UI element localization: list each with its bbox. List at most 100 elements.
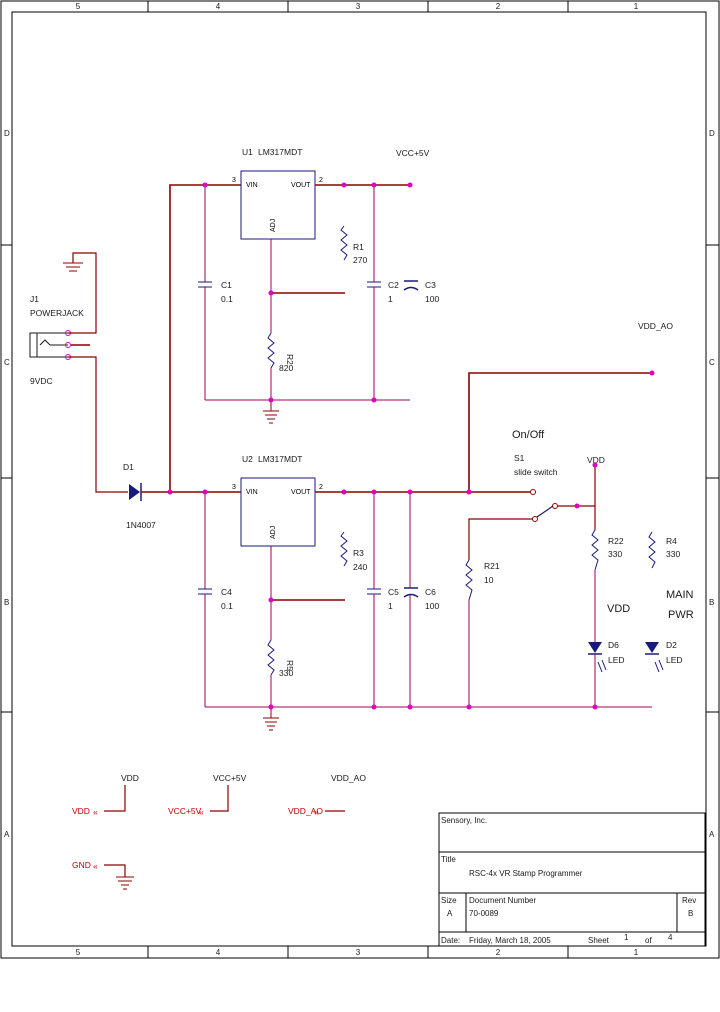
c6-value: 100 [425, 601, 439, 611]
col-label: 4 [216, 948, 221, 957]
port-vdd: VDD VDD « [72, 773, 139, 817]
main-label: MAIN [666, 589, 694, 601]
tb-rev: B [688, 909, 693, 918]
r2-value: 820 [279, 363, 293, 373]
j1-voltage: 9VDC [30, 376, 53, 386]
u2-vout-label: VOUT [291, 489, 311, 496]
port-vdd-ao-label: VDD_AO [288, 806, 323, 816]
junction-dots [167, 182, 655, 710]
row-labels-left: D C B A [4, 129, 10, 839]
d1-ref: D1 [123, 462, 134, 472]
wire-bus-to-u1 [169, 184, 241, 492]
capacitor-c2: C2 1 [367, 185, 399, 400]
col-label: 5 [76, 948, 81, 957]
svg-text:«: « [93, 807, 98, 817]
row-label: A [4, 830, 10, 839]
u1-part: LM317MDT [258, 147, 302, 157]
port-gnd-label: GND [72, 860, 91, 870]
row-label: C [4, 358, 10, 367]
capacitor-c4: C4 0.1 [198, 492, 233, 707]
row-labels-right: D C B A [709, 129, 715, 839]
resistor-r3 [340, 531, 348, 567]
u2-pin-out: 2 [319, 484, 323, 491]
regulator-u2: U2 LM317MDT VIN VOUT 3 2 ADJ [232, 454, 323, 547]
u2-vin-label: VIN [246, 489, 258, 496]
u1-adj-label: ADJ [270, 219, 277, 232]
tb-sheet-label: Sheet [588, 936, 610, 945]
net-vdd-ao-port: VDD_AO [331, 773, 366, 783]
c6-ref: C6 [425, 587, 436, 597]
col-label: 1 [634, 2, 639, 11]
capacitor-c5: C5 1 [367, 492, 399, 707]
u1-vout-label: VOUT [291, 182, 311, 189]
c5-value: 1 [388, 601, 393, 611]
port-vdd-label: VDD [72, 806, 90, 816]
tb-size: A [447, 909, 453, 918]
r21-ref: R21 [484, 561, 500, 571]
net-vdd: VDD [587, 455, 605, 465]
d2-value: LED [666, 655, 683, 665]
r5-value: 330 [279, 668, 293, 678]
r21-value: 10 [484, 575, 494, 585]
port-vdd-ao: VDD_AO VDD_AO « [288, 773, 366, 817]
r5-ref: R5 [285, 660, 295, 671]
tb-date: Friday, March 18, 2005 [469, 936, 551, 945]
resistor-r22 [591, 529, 599, 571]
c5-ref: C5 [388, 587, 399, 597]
col-label: 3 [356, 2, 361, 11]
col-label: 2 [496, 948, 501, 957]
net-vdd-ao: VDD_AO [638, 321, 673, 331]
row-label: B [709, 598, 714, 607]
row-label: C [709, 358, 715, 367]
c1-ref: C1 [221, 280, 232, 290]
row-label: D [709, 129, 715, 138]
c3-value: 100 [425, 294, 439, 304]
port-gnd: GND « [72, 860, 134, 890]
d1-value: 1N4007 [126, 520, 156, 530]
row-label: A [709, 830, 715, 839]
col-label: 5 [76, 2, 81, 11]
resistor-r1 [340, 225, 348, 261]
r3-ref: R3 [353, 548, 364, 558]
slide-switch-s1: On/Off S1 slide switch [512, 429, 595, 522]
power-jack-j1: J1 POWERJACK 9VDC [29, 294, 84, 386]
u1-vin-label: VIN [246, 182, 258, 189]
net-vdd-label: VDD [607, 603, 630, 615]
c2-ref: C2 [388, 280, 399, 290]
c2-value: 1 [388, 294, 393, 304]
tb-docnum: 70-0089 [469, 909, 499, 918]
s1-ref: S1 [514, 453, 525, 463]
tb-title: RSC-4x VR Stamp Programmer [469, 869, 583, 878]
wire-jack-to-diode [68, 356, 128, 493]
tb-company: Sensory, Inc. [441, 816, 487, 825]
led-d6: D6 LED [588, 640, 625, 707]
net-vcc5-port: VCC+5V [213, 773, 247, 783]
r22-value: 330 [608, 549, 622, 559]
led-d2: D2 LED [645, 640, 683, 673]
wire-vdd-ao [468, 372, 652, 492]
port-vcc5-label: VCC+5V [168, 806, 202, 816]
c3-ref: C3 [425, 280, 436, 290]
c4-value: 0.1 [221, 601, 233, 611]
column-labels-bottom: 5 4 3 2 1 [76, 948, 639, 957]
j1-ref: J1 [30, 294, 39, 304]
tb-docnum-label: Document Number [469, 896, 536, 905]
title-block: Sensory, Inc. Title RSC-4x VR Stamp Prog… [438, 812, 706, 947]
drawing-frame [0, 0, 720, 959]
u1-ref: U1 [242, 147, 253, 157]
c1-value: 0.1 [221, 294, 233, 304]
s1-value: slide switch [514, 467, 558, 477]
capacitor-c1: C1 0.1 [198, 185, 233, 400]
resistor-r21 [465, 559, 473, 601]
tb-sheets: 4 [668, 933, 673, 942]
col-label: 3 [356, 948, 361, 957]
u1-pin-out: 2 [319, 177, 323, 184]
u2-pin-in: 3 [232, 484, 236, 491]
col-label: 4 [216, 2, 221, 11]
d6-ref: D6 [608, 640, 619, 650]
net-vdd-port: VDD [121, 773, 139, 783]
tb-size-label: Size [441, 896, 457, 905]
r4-ref: R4 [666, 536, 677, 546]
diode-d1: D1 1N4007 [123, 462, 156, 530]
